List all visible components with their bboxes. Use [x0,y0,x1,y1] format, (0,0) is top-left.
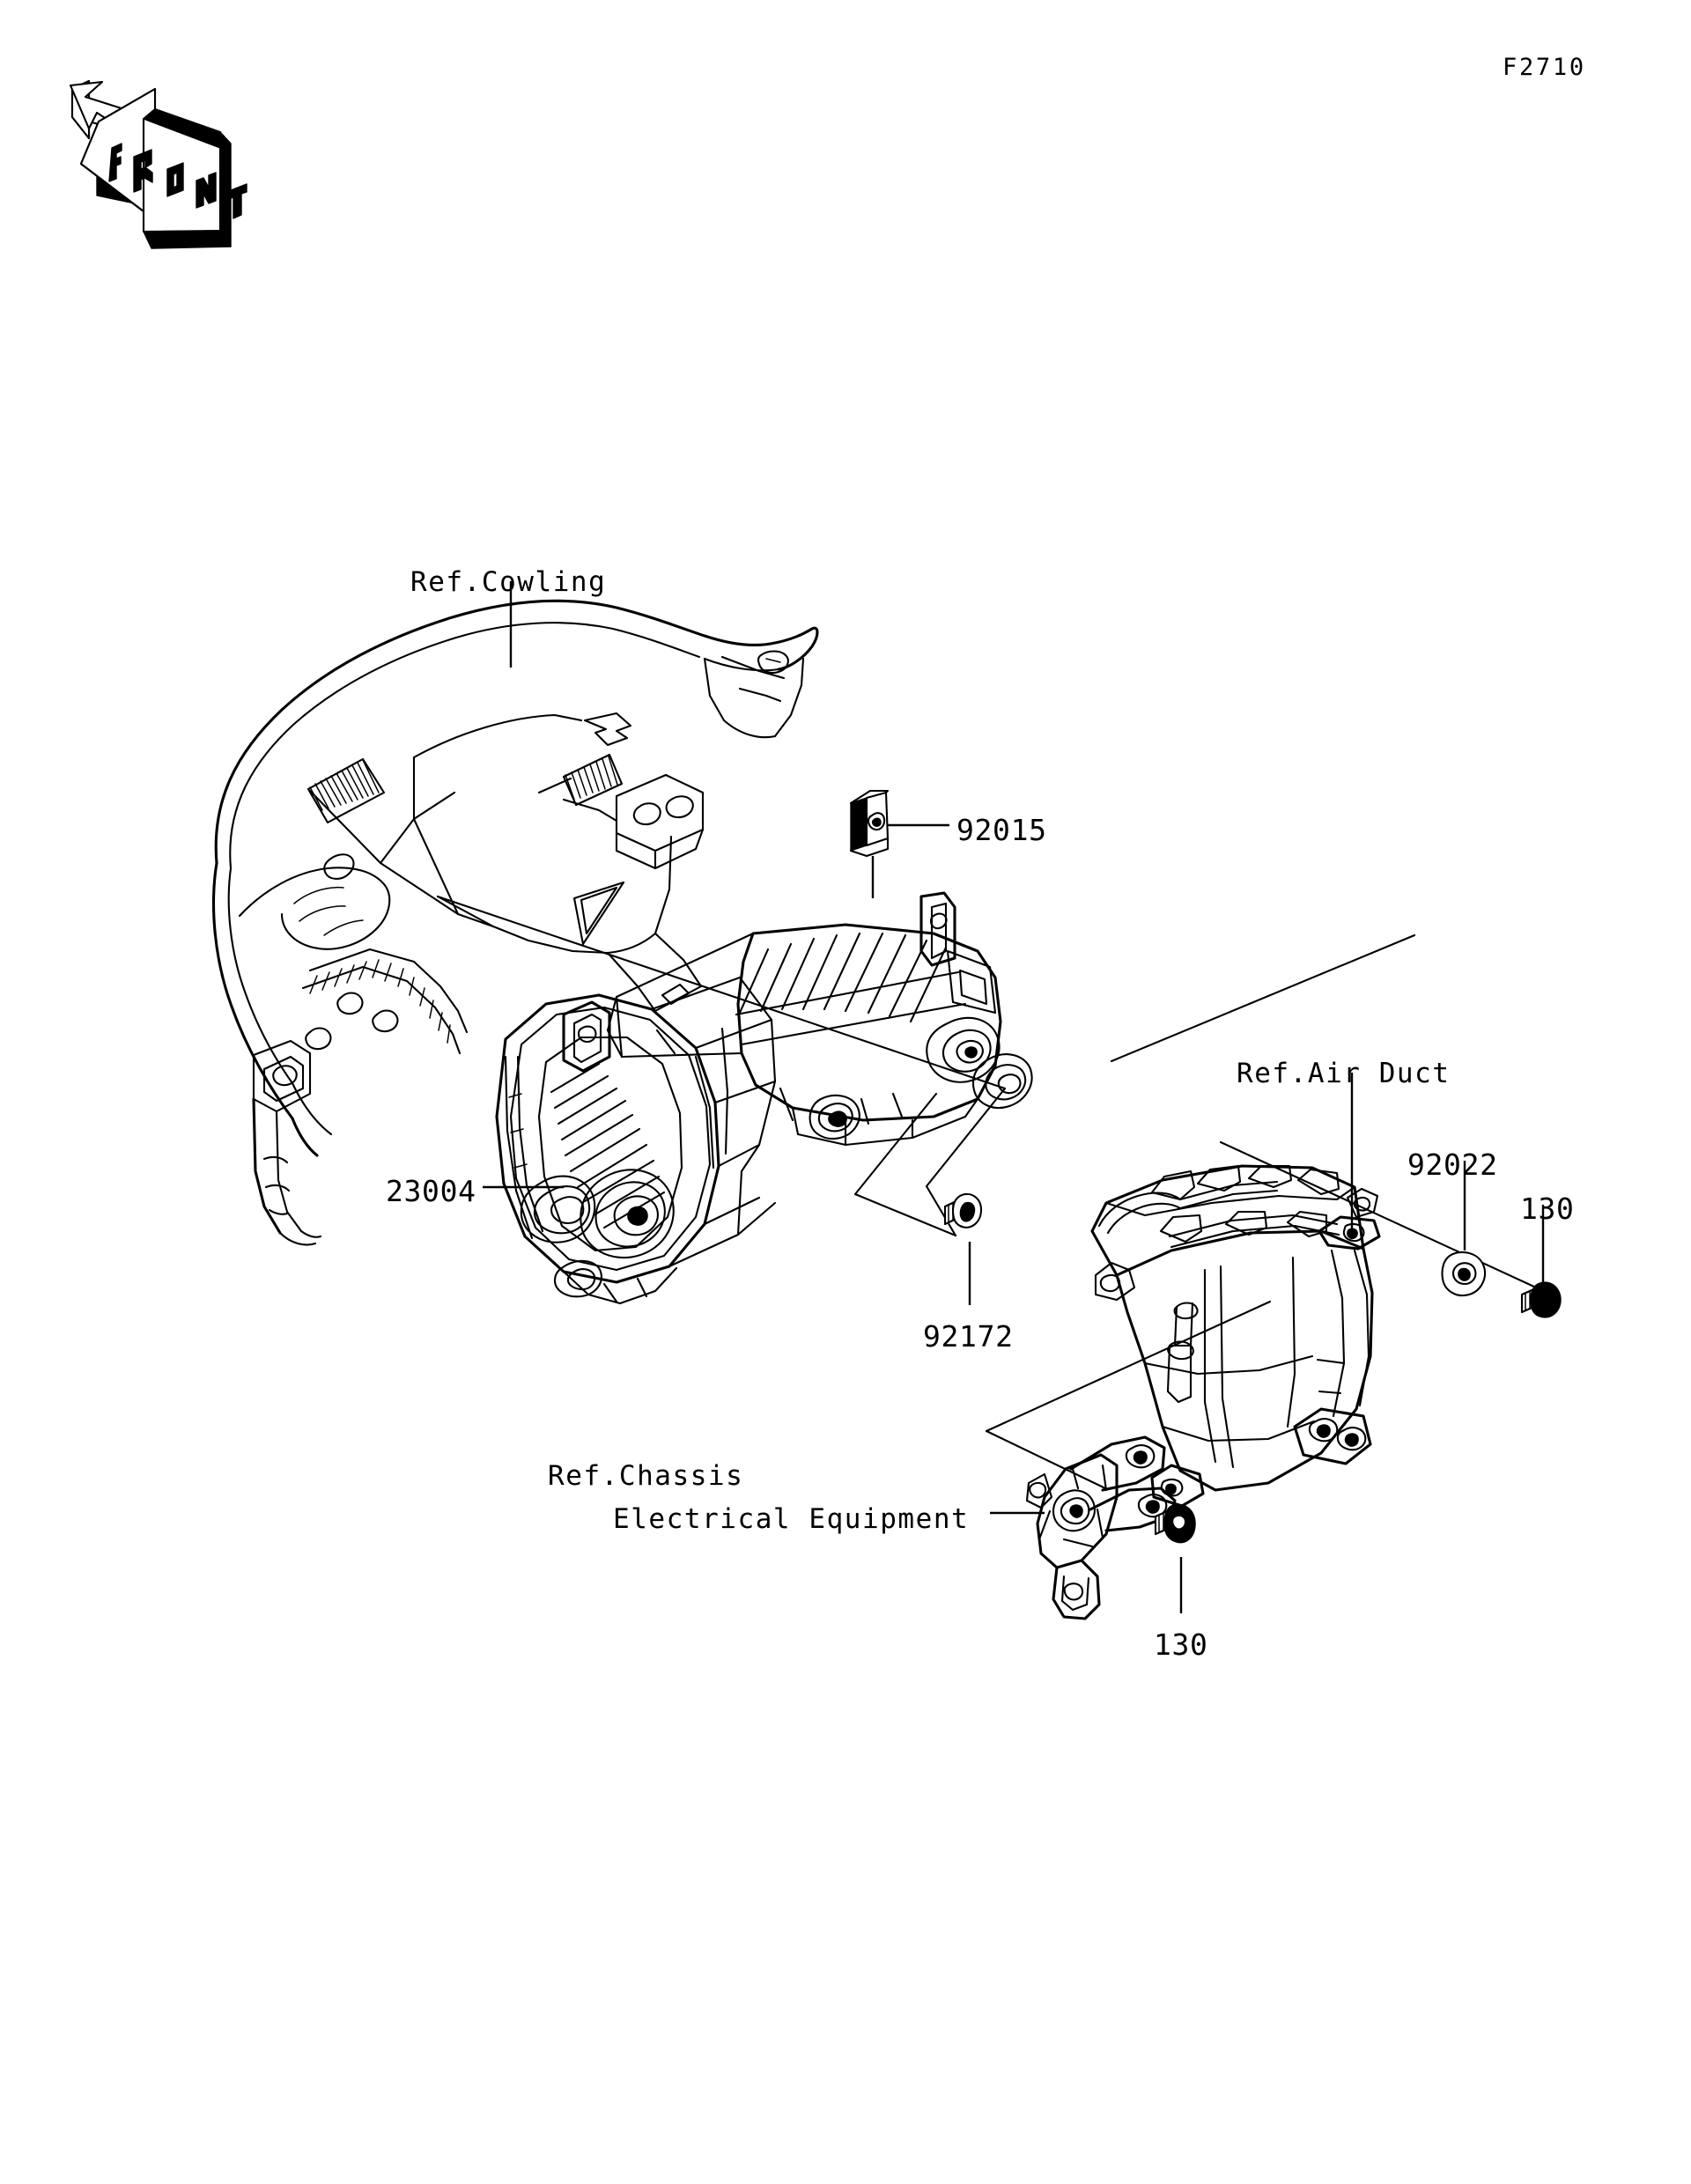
callout-part-23004: 23004 [386,1174,476,1208]
alignment-lines [436,895,1561,1490]
callout-part-92015: 92015 [956,813,1047,847]
callout-part-92022: 92022 [1407,1147,1498,1182]
callout-ref-chassis: Ref.Chassis [548,1460,744,1492]
callout-ref-cowling: Ref.Cowling [410,566,607,598]
callout-part-92172: 92172 [923,1319,1014,1354]
headlamp-assembly [495,891,1033,1305]
bolt-130-right [1520,1281,1562,1318]
callout-ref-air-duct: Ref.Air Duct [1237,1058,1451,1089]
screw-92172 [943,1192,983,1228]
clip-nut-92015 [849,789,890,858]
washer-92022 [1441,1251,1487,1296]
bolt-130-bottom [1154,1503,1196,1544]
callout-ref-electrical-equipment: Electrical Equipment [613,1503,970,1535]
callout-part-130-right: 130 [1520,1192,1575,1226]
electrical-equipment-bracket [1025,1435,1177,1620]
callout-part-130-bottom: 130 [1154,1627,1208,1662]
air-duct-assembly [1090,1164,1381,1508]
figure-code: F2710 [1503,54,1586,81]
cowling-assembly [211,599,819,1246]
